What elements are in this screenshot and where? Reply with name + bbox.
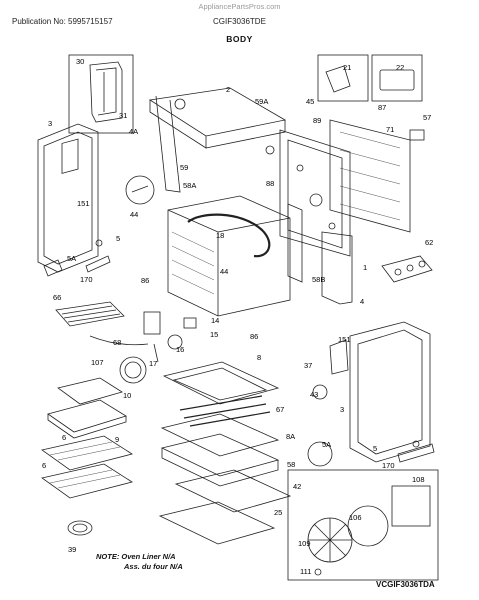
part-element-66: [55, 301, 125, 327]
part-label-31: 9: [115, 435, 119, 444]
section-title: BODY: [226, 34, 253, 44]
part-label-29: 107: [91, 358, 104, 367]
part-door-right: [349, 321, 431, 463]
part-small-components: [143, 311, 197, 363]
part-label-33: 6: [42, 461, 46, 470]
part-label-19: 58B: [312, 275, 325, 284]
part-label-22: 66: [53, 293, 61, 302]
part-label-37: 58: [287, 460, 295, 469]
part-label-46: 5: [373, 444, 377, 453]
model-number: CGIF3036TDE: [213, 17, 266, 26]
part-rear-chassis: [279, 129, 351, 257]
part-label-21: 4: [360, 297, 364, 306]
part-label-26: 16: [176, 345, 184, 354]
diagram-code: VCGIF3036TDA: [376, 580, 435, 589]
part-label-39: 25: [274, 508, 282, 517]
part-hinge-right: [307, 339, 435, 467]
oven-liner-note: NOTE: Oven Liner N/A Ass. du four N/A: [96, 552, 183, 572]
part-side-panel-right: [287, 203, 353, 305]
part-label-4: 5: [116, 234, 120, 243]
part-label-1: 31: [119, 111, 127, 120]
part-label-27: 17: [149, 359, 157, 368]
part-label-56: 109: [298, 539, 311, 548]
part-label-25: 15: [210, 330, 218, 339]
part-label-15: 44: [130, 210, 138, 219]
inset-box-30-31: [68, 54, 134, 134]
part-back-cover: [329, 119, 411, 233]
part-label-8: 4A: [129, 127, 138, 136]
inset-box-fan: [287, 469, 439, 581]
part-label-24: 14: [211, 316, 219, 325]
part-label-57: 111: [300, 567, 311, 576]
part-label-2: 3: [48, 119, 52, 128]
part-label-16: 18: [216, 231, 224, 240]
part-label-7: 2: [226, 85, 230, 94]
inset-box-21: [317, 54, 369, 102]
part-label-0: 30: [76, 57, 84, 66]
part-label-5: 5A: [67, 254, 76, 263]
part-bracket-30: [89, 61, 123, 123]
part-label-55: 106: [349, 513, 362, 522]
part-cord-39: [67, 520, 93, 536]
part-valve-44: [125, 175, 155, 205]
part-drawer-assembly: [158, 361, 292, 545]
part-label-28: 86: [250, 332, 258, 341]
part-label-12: 59: [180, 163, 188, 172]
part-label-6: 170: [80, 275, 93, 284]
part-21: [325, 65, 351, 93]
part-label-23: 68: [113, 338, 121, 347]
part-label-38: 42: [293, 482, 301, 491]
part-label-3: 151: [77, 199, 90, 208]
part-hinge-left: [43, 239, 111, 277]
part-label-45: 5A: [322, 440, 331, 449]
part-label-35: 67: [276, 405, 284, 414]
part-top-panel: [148, 87, 287, 193]
part-label-10: 45: [306, 97, 314, 106]
part-label-18: 86: [141, 276, 149, 285]
part-label-30: 10: [123, 391, 131, 400]
part-label-42: 37: [304, 361, 312, 370]
part-oven-cavity: [167, 195, 291, 317]
part-label-41: 151: [338, 335, 351, 344]
part-door-left: [37, 123, 99, 273]
inset-box-22: [371, 54, 423, 102]
part-fan-cover-107: [89, 335, 149, 384]
part-igniter-62: [381, 255, 433, 283]
part-label-9: 59A: [255, 97, 268, 106]
part-label-52: 57: [423, 113, 431, 122]
part-broil-pan-10: [47, 377, 127, 439]
part-label-49: 22: [396, 63, 404, 72]
watermark: AppliancePartsPros.com: [198, 2, 281, 11]
part-57: [409, 129, 425, 141]
part-label-53: 62: [425, 238, 433, 247]
part-label-44: 3: [340, 405, 344, 414]
part-label-32: 6: [62, 433, 66, 442]
part-fan-motor: [307, 485, 431, 576]
part-label-14: 88: [266, 179, 274, 188]
part-label-17: 44: [220, 267, 228, 276]
part-label-48: 21: [343, 63, 351, 72]
note-line-1: NOTE: Oven Liner N/A: [96, 552, 176, 561]
part-label-50: 87: [378, 103, 386, 112]
part-label-20: 1: [363, 263, 367, 272]
note-line-2: Ass. du four N/A: [124, 562, 183, 571]
part-label-36: 8A: [286, 432, 295, 441]
part-label-47: 170: [382, 461, 395, 470]
part-oven-racks-6: [41, 435, 133, 499]
publication-number: Publication No: 5995715157: [12, 17, 113, 26]
part-22: [379, 69, 415, 91]
part-label-54: 108: [412, 475, 425, 484]
part-label-40: 39: [68, 545, 76, 554]
part-label-13: 58A: [183, 181, 196, 190]
part-label-11: 89: [313, 116, 321, 125]
part-label-43: 43: [310, 390, 318, 399]
part-label-34: 8: [257, 353, 261, 362]
part-label-51: 71: [386, 125, 394, 134]
